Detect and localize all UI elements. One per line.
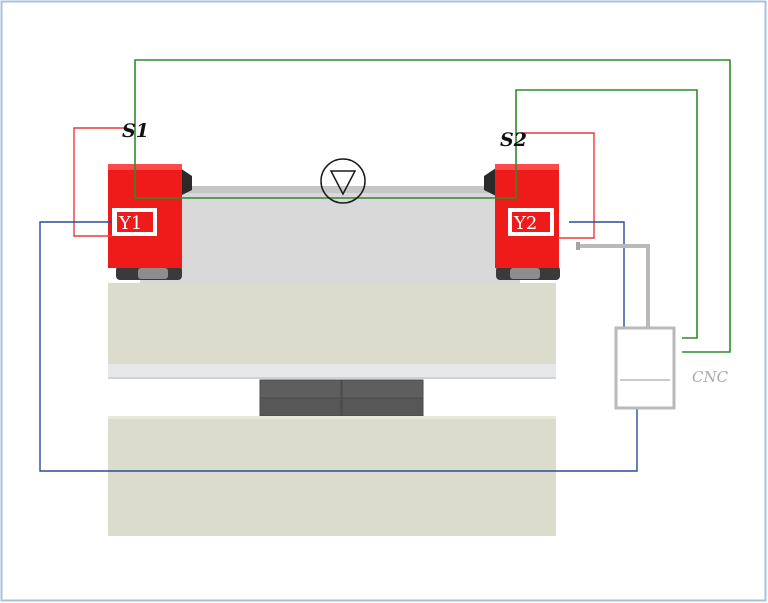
die-block-bottom-left [259,397,342,417]
upper-beam-top-edge [140,186,520,193]
feedback-line-s2 [515,89,698,339]
cnc-hydraulic-pipe [577,244,650,328]
cylinder-right-label-bg [512,212,550,232]
cnc-unit [576,242,676,410]
valve-line-left [73,127,124,237]
control-line-y2 [569,221,625,327]
control-line-y1 [39,221,638,472]
cylinder-left-bracket [180,168,192,196]
cylinder-right-highlight [495,164,559,170]
die-block-bottom-right [341,397,424,417]
cylinder-right-bracket [484,168,496,196]
cylinder-label-y2: Y2 [513,213,537,234]
cylinder-left-highlight [108,164,182,170]
valve-lines [73,127,595,239]
die-block-top-right [341,379,424,399]
feedback-line-scale [134,150,517,199]
cylinder-left [108,164,192,280]
lower-bed [108,416,556,536]
cnc-pipe-cap [576,242,580,250]
die-block-top-left [259,379,342,399]
cnc-cabinet [614,326,676,410]
valve-line-right [522,132,595,239]
cylinder-left-roller [138,268,168,279]
upper-beam [140,186,520,284]
cylinder-right [484,164,560,280]
sensor-label-s2: S2 [500,129,527,151]
cnc-label: CNC [692,368,729,386]
upper-plate-edge [108,364,556,378]
cylinder-right-roller [510,268,540,279]
press-machine [108,186,556,536]
upper-plate [108,283,556,367]
cylinder-left-label-bg [117,212,153,232]
cylinder-label-y1: Y1 [118,213,142,234]
lower-bed-top-edge [108,416,556,419]
control-lines [39,221,638,472]
sensor-label-s1: S1 [122,120,149,142]
feedback-line-s1 [134,59,731,353]
upper-plate-shadow [108,377,556,379]
triangle-in-circle-icon [320,158,366,204]
feedback-lines [134,59,731,353]
